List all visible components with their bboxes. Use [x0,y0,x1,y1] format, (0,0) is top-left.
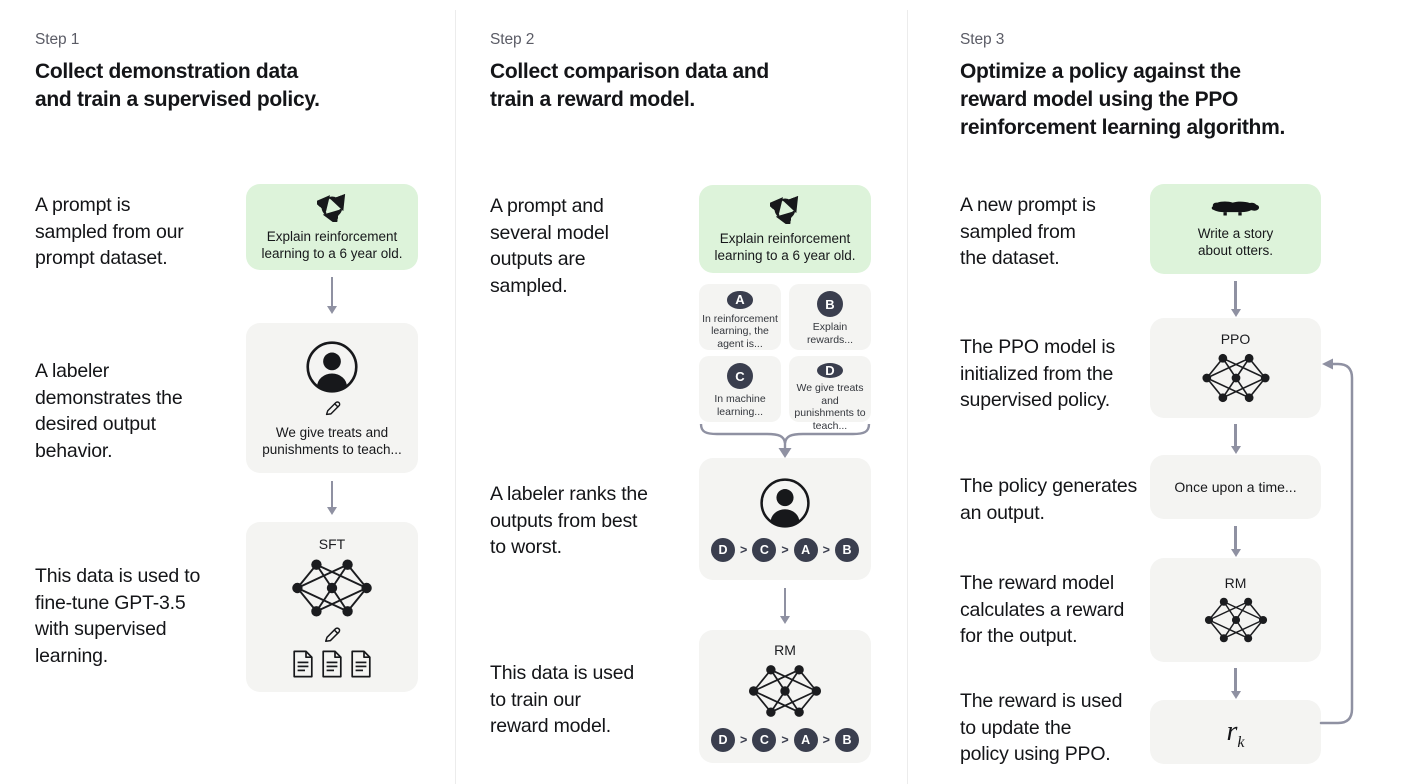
rank-badge: D [711,538,736,562]
down-arrow [783,588,787,616]
output-text-a: In reinforcement learning, the agent is.… [702,312,778,350]
neural-network-icon [748,664,822,717]
neural-network-icon [1204,597,1267,643]
step-3-caption-reward: The reward model calculates a reward for… [960,572,1125,647]
down-arrow [1234,526,1237,549]
sft-label: SFT [318,536,346,552]
step-3-caption-prompt: A new prompt is sampled from the dataset… [960,194,1096,269]
step-3-caption-update: The reward is used to update the policy … [960,690,1123,765]
pencil-icon [325,400,340,415]
step-2-rm-model-box: RM D > C > A [699,630,871,763]
pencil-icon [325,627,341,642]
rank-badge: D [711,727,736,752]
step-1-prompt-box: Explain reinforcement learning to a 6 ye… [246,184,418,270]
rank-separator: > [781,543,789,557]
column-divider-1 [455,10,456,784]
down-arrow [1234,281,1237,309]
output-badge-d: D [817,363,843,378]
document-icon [293,650,313,678]
rank-separator: > [740,543,748,557]
ppo-label: PPO [1220,331,1251,347]
curly-brace-connector [699,423,871,458]
down-arrow [1234,668,1237,691]
ranking-row: D > C > A > B [711,727,859,752]
step-3-prompt-text: Write a story about otters. [1197,226,1274,258]
step-3-label: Step 3 [960,31,1005,48]
down-arrow [330,481,334,507]
down-arrow [330,277,334,306]
rank-badge: B [834,727,859,752]
step-1-caption-prompt: A prompt is sampled from our prompt data… [35,194,184,269]
rank-badge: C [752,538,777,562]
step-1-caption-labeler: A labeler demonstrates the desired outpu… [35,360,183,462]
column-divider-2 [907,10,908,784]
person-icon [306,340,358,393]
step-2-prompt-text: Explain reinforcement learning to a 6 ye… [714,231,856,263]
step-3-ppo-model-box: PPO [1150,318,1321,418]
rank-badge: A [793,538,818,562]
output-text-c: In machine learning... [714,393,766,418]
output-text-d: We give treats and punishments to teach.… [794,382,866,432]
otter-icon [1211,201,1259,216]
document-icon [351,650,371,678]
step-2-caption-ranking: A labeler ranks the outputs from best to… [490,483,648,558]
step-3-output-text: Once upon a time... [1174,479,1297,495]
rank-separator: > [781,732,789,747]
output-badge-a: A [727,291,753,309]
output-box-c: C In machine learning... [699,356,781,422]
output-badge-c: C [727,363,753,389]
step-1-prompt-text: Explain reinforcement learning to a 6 ye… [261,229,403,261]
rank-badge: C [752,727,777,752]
cycle-arrows-icon [770,195,799,224]
neural-network-icon [292,559,372,617]
documents-icon [291,650,373,678]
person-icon [760,478,810,528]
step-3-prompt-box: Write a story about otters. [1150,184,1321,274]
output-box-d: D We give treats and punishments to teac… [789,356,871,432]
step-1-labeler-text: We give treats and punishments to teach.… [262,424,402,457]
down-arrow [1234,424,1237,446]
neural-network-icon [1201,353,1270,403]
step-1-label: Step 1 [35,31,80,48]
output-text-b: Explain rewards... [806,321,854,346]
step-2-caption-prompt: A prompt and several model outputs are s… [490,195,609,297]
rank-separator: > [822,543,830,557]
cycle-arrows-icon [317,193,346,222]
rank-separator: > [822,732,830,747]
step-2-prompt-box: Explain reinforcement learning to a 6 ye… [699,185,871,273]
rank-badge: B [834,538,859,562]
step-3-reward-value-box: rk [1150,700,1321,764]
step-3-output-box: Once upon a time... [1150,455,1321,519]
ranking-row: D > C > A > B [711,538,859,562]
rm-label: RM [1224,575,1247,591]
step-3-caption-output: The policy generates an output. [960,475,1138,524]
step-3-caption-init: The PPO model is initialized from the su… [960,336,1116,411]
reward-value: rk [1226,716,1245,751]
document-icon [322,650,342,678]
reward-subscript: k [1237,734,1245,751]
rank-separator: > [740,732,748,747]
feedback-loop-arrow [1319,358,1354,725]
step-1-sft-model-box: SFT [246,522,418,692]
output-box-b: B Explain rewards... [789,284,871,350]
output-badge-b: B [817,291,843,317]
step-2-caption-reward: This data is used to train our reward mo… [490,662,635,737]
rank-badge: A [793,727,818,752]
step-1-caption-finetune: This data is used to fine-tune GPT-3.5 w… [35,565,201,667]
step-2-labeler-box: D > C > A > B [699,458,871,580]
step-1-labeler-box: We give treats and punishments to teach.… [246,323,418,473]
output-box-a: A In reinforcement learning, the agent i… [699,284,781,350]
reward-symbol: r [1226,716,1238,747]
step-2-label: Step 2 [490,31,535,48]
step-2-title: Collect comparison data and train a rewa… [490,60,769,111]
step-1-title: Collect demonstration data and train a s… [35,60,320,111]
rm-label: RM [774,641,796,658]
step-3-title: Optimize a policy against the reward mod… [960,60,1285,139]
step-3-rm-model-box: RM [1150,558,1321,662]
